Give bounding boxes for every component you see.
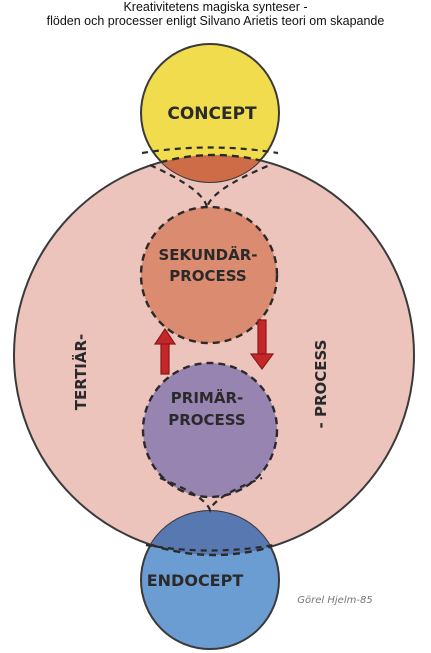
secondary-label-line-1: SEKUNDÄR- [159,245,258,264]
endocept-overlap-dashed-outline [141,511,279,557]
tertiary-right-label: - PROCESS [312,340,330,429]
primary-label-line-2: PROCESS [168,411,245,429]
concept-overlap-top-edge [141,146,279,155]
primary-endocept-connector [159,476,263,514]
primary-process-circle [141,361,279,499]
endocept-overlap-bottom-edge [145,543,275,552]
diagram-title: Kreativitetens magiska synteser - flöden… [0,0,431,28]
title-line-2: flöden och processer enligt Silvano Arie… [46,14,385,28]
concept-overlap-dashed-outline [141,153,279,182]
up-arrow-icon [153,327,177,375]
primary-label-line-1: PRIMÄR- [171,388,243,407]
tertiary-left-label: TERTIÄR- [71,334,90,411]
down-arrow-icon [249,319,275,371]
title-line-1: Kreativitetens magiska synteser - [123,0,308,14]
secondary-process-circle [139,205,279,345]
artist-signature: Görel Hjelm-85 [297,595,372,606]
secondary-label-line-2: PROCESS [169,267,246,285]
endocept-label: ENDOCEPT [147,571,244,590]
concept-label: CONCEPT [167,104,257,124]
